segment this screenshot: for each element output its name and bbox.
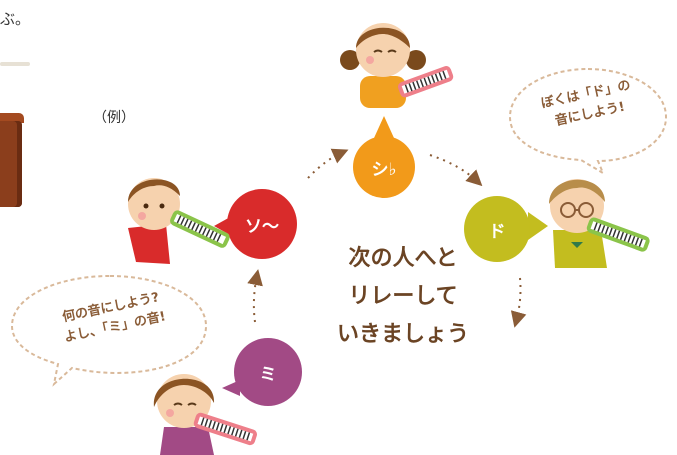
cropped-text: ぶ。 [0, 10, 31, 28]
piano-edge [0, 121, 22, 207]
si-pointer [374, 116, 394, 138]
piano-lid [0, 113, 24, 123]
arrow-si-to-do [429, 154, 483, 187]
divider [0, 62, 30, 66]
girl-melodica-top-illustration [340, 23, 454, 108]
note-si-flat: シ♭ [353, 136, 415, 198]
boy-melodica-left-illustration [128, 178, 230, 264]
relay-message-line-1: 次の人へと [348, 246, 458, 271]
arrow-do-down [510, 277, 527, 328]
arrow-mi-to-so [247, 269, 263, 323]
note-do: ド [464, 196, 530, 262]
girl-melodica-bottom-illustration [153, 374, 257, 455]
relay-message-line-2: リレーして [348, 284, 458, 309]
speech-bubble-top-right [508, 67, 668, 175]
boy-glasses-melodica-right-illustration [549, 179, 650, 268]
speech-bubble-bottom-left [10, 274, 208, 387]
relay-message: 次の人へと リレーして いきましょう [303, 240, 503, 354]
note-mi: ミ [234, 338, 302, 406]
note-so: ソ〜 [227, 189, 297, 259]
example-label: （例） [93, 110, 135, 126]
do-pointer [528, 212, 548, 240]
relay-message-line-3: いきましょう [336, 322, 469, 347]
